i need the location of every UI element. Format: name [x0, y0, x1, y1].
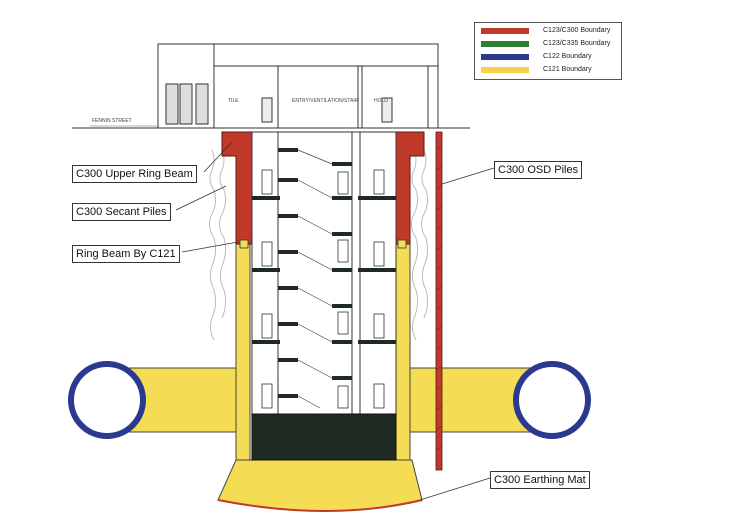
soil-texture — [208, 149, 429, 341]
callout-earthing-mat: C300 Earthing Mat — [490, 471, 590, 489]
callout-upper-ring-beam: C300 Upper Ring Beam — [72, 165, 197, 183]
earthing-mat-shape — [217, 459, 423, 512]
left-tunnel-ring — [68, 361, 146, 439]
shaft-interior — [251, 131, 397, 415]
legend-item: C123/C300 Boundary — [481, 25, 617, 37]
legend-label: C123/C335 Boundary — [543, 40, 611, 47]
right-shaft-wall — [395, 243, 411, 461]
legend-label: C123/C300 Boundary — [543, 27, 611, 34]
left-room-label: TILE — [228, 98, 239, 104]
floor-slabs — [252, 148, 396, 398]
legend-swatch-green — [481, 41, 529, 47]
legend-label: C122 Boundary — [543, 53, 592, 60]
legend-swatch-blue — [481, 54, 529, 60]
stair-flights — [297, 149, 333, 409]
legend-item: C122 Boundary — [481, 51, 617, 63]
building-above-ground — [157, 43, 439, 129]
callout-osd-piles: C300 OSD Piles — [494, 161, 583, 179]
legend-item: C123/C335 Boundary — [481, 38, 617, 50]
leader-lines — [175, 141, 495, 501]
legend: C123/C300 Boundary C123/C335 Boundary C1… — [474, 22, 622, 80]
left-upper-ring-beam — [221, 131, 253, 245]
center-shaft-label: ENTRY/VENTILATION/STAIR — [292, 98, 359, 104]
legend-swatch-yellow — [481, 67, 529, 73]
legend-swatch-red — [481, 28, 529, 34]
shaft-base-slab — [251, 413, 397, 461]
left-shaft-wall — [235, 243, 251, 461]
street-label: FENNIN STREET — [92, 118, 132, 124]
right-upper-ring-beam — [393, 131, 425, 245]
right-tunnel-ring — [513, 361, 591, 439]
right-room-label: HOLD — [374, 98, 388, 104]
osd-pile — [435, 131, 443, 471]
legend-item: C121 Boundary — [481, 64, 617, 76]
callout-ring-beam-c121: Ring Beam By C121 — [72, 245, 180, 263]
legend-label: C121 Boundary — [543, 66, 592, 73]
callout-secant-piles: C300 Secant Piles — [72, 203, 171, 221]
doors — [261, 169, 385, 409]
